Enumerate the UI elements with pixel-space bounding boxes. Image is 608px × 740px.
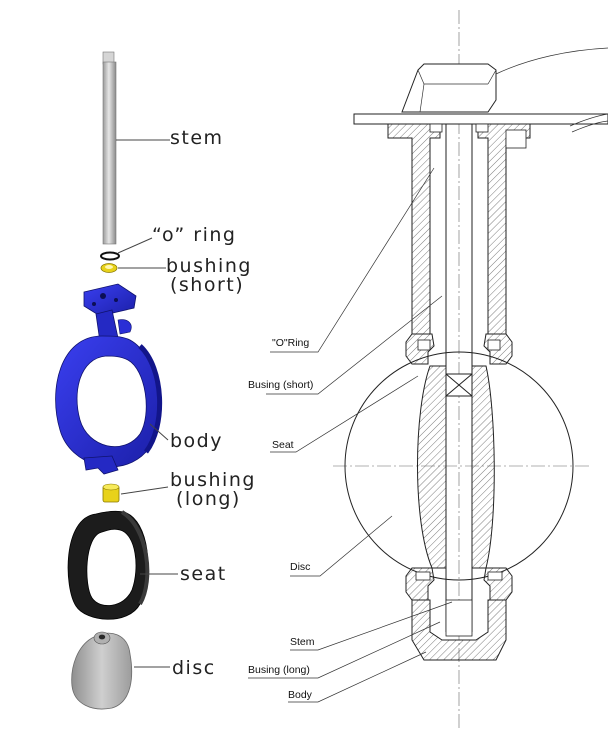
bushing-short-label-2: (short) [170, 274, 244, 296]
bushing-long-part [102, 483, 169, 503]
bushing-long-label-1: bushing [170, 469, 256, 491]
stem-part [102, 51, 170, 245]
o-ring-part [100, 237, 153, 261]
cross-section-view: "O"Ring Busing (short) Seat Disc Stem Bu… [248, 10, 608, 730]
seat-part [67, 510, 178, 620]
seat-label: seat [180, 563, 227, 585]
leader-lines [248, 167, 453, 703]
o-ring-label: “o” ring [152, 224, 236, 246]
bottom-boss [411, 599, 507, 661]
stem-label: stem [170, 127, 224, 149]
section-label-stem: Stem [290, 636, 315, 648]
section-label-o-ring: "O"Ring [272, 337, 309, 349]
bushing-short-label-1: bushing [166, 255, 252, 277]
actuator-top [353, 47, 608, 133]
bushing-short-part [100, 263, 166, 273]
disc-part [71, 631, 170, 710]
section-label-body: Body [288, 689, 313, 701]
valve-body-part [55, 283, 169, 475]
section-label-seat: Seat [272, 439, 294, 451]
bushing-long-label-2: (long) [176, 488, 241, 510]
disc-label: disc [172, 657, 216, 679]
section-label-bushing-short: Busing (short) [248, 379, 313, 391]
body-label: body [170, 430, 223, 452]
exploded-view: stem “o” ring bushing (short) [55, 51, 256, 710]
lower-seat-shoulder [405, 567, 513, 601]
section-disc [344, 351, 574, 581]
section-label-disc: Disc [290, 561, 310, 573]
section-label-bushing-long: Busing (long) [248, 664, 310, 676]
